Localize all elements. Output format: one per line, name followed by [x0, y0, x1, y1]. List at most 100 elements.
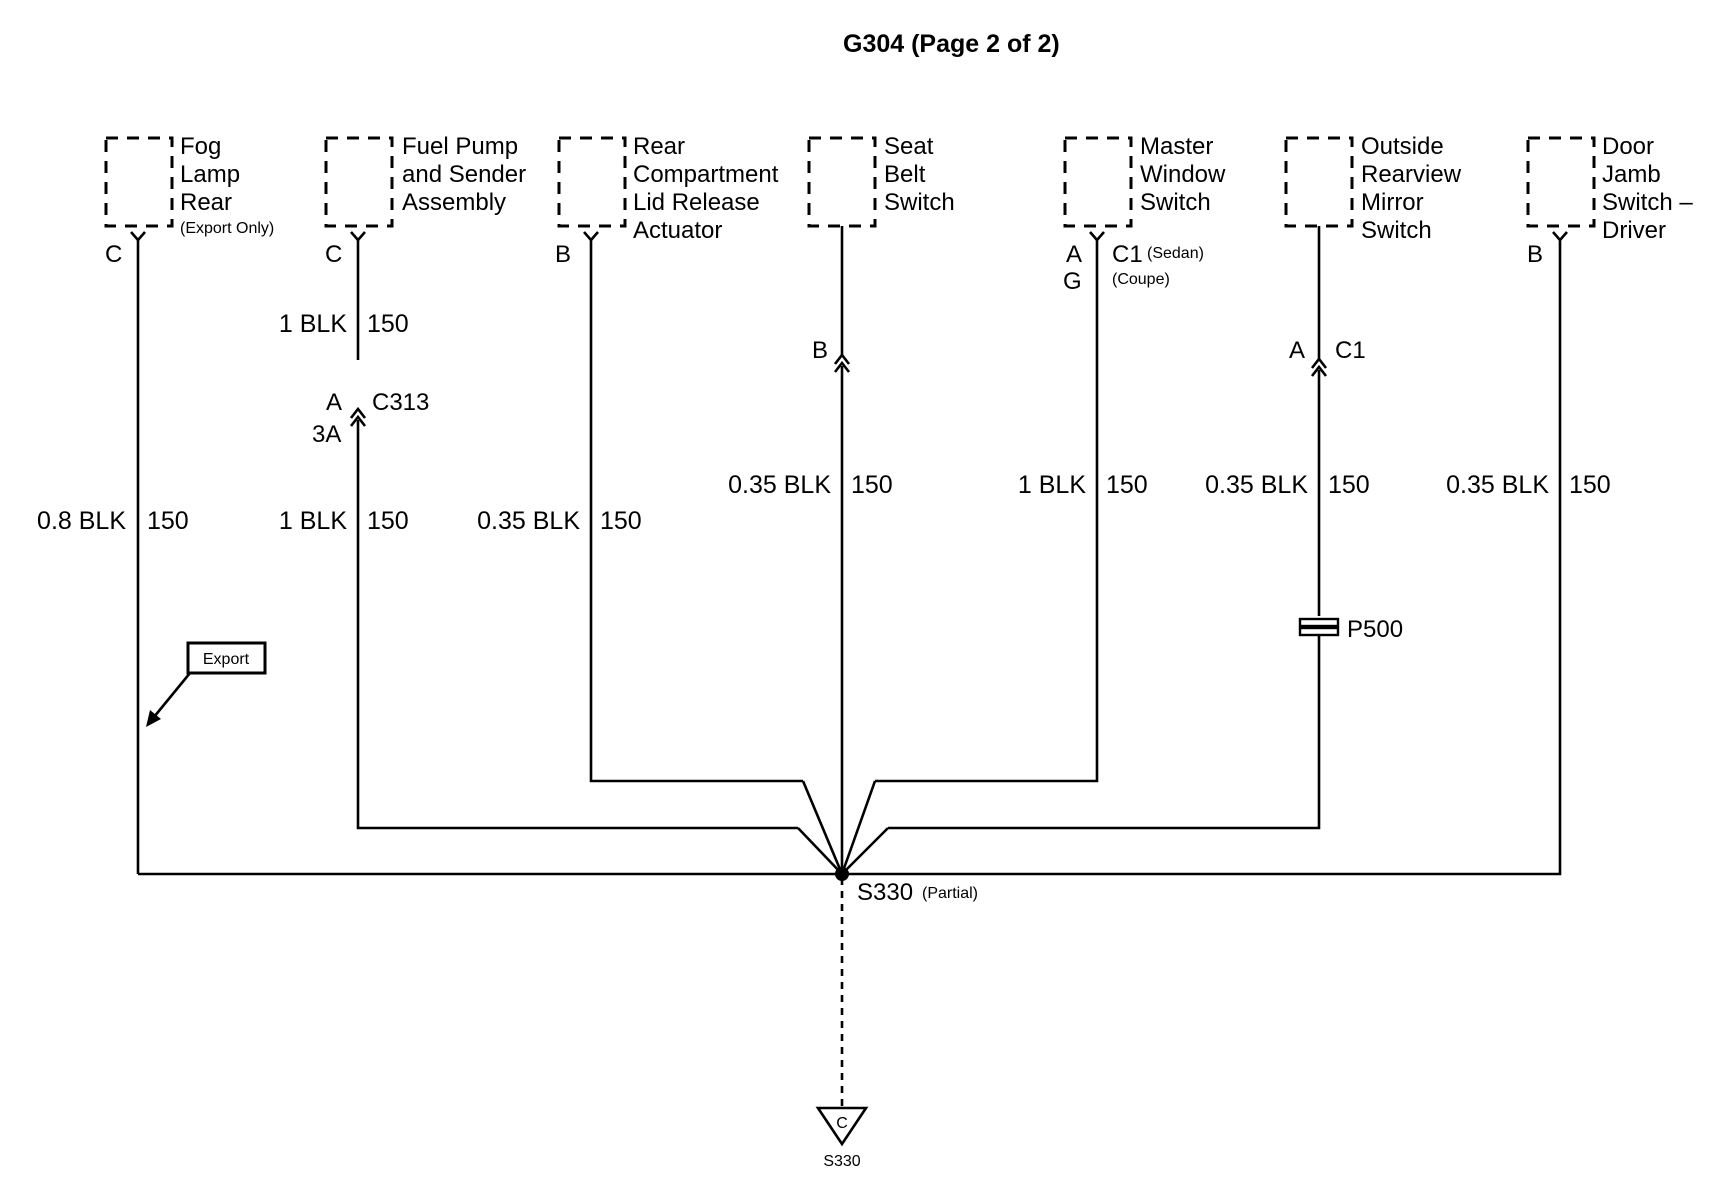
wire-gauge-label: 0.35 BLK [1205, 471, 1308, 499]
pass-through-label: P500 [1347, 616, 1403, 643]
wire-gauge-label: 0.35 BLK [1446, 471, 1549, 499]
component-label-line: Switch [1361, 217, 1432, 244]
pass-through-icon [1298, 626, 1340, 637]
component-label-line: Switch [884, 189, 955, 216]
component-box [1063, 136, 1133, 228]
pass-through-icon [1298, 617, 1340, 628]
connector-chevron-icon [349, 406, 367, 419]
connector-note: (Sedan) [1147, 245, 1204, 262]
component-label-line: Actuator [633, 217, 722, 244]
component-label-line: Switch – [1602, 189, 1693, 216]
component-master-window-switch: Master Window Switch A G C1 (Sedan) (Cou… [1063, 133, 1226, 295]
splice-dot-icon [835, 867, 849, 881]
ground-letter: C [836, 1115, 848, 1132]
wire-circuit-label: 150 [1569, 471, 1611, 499]
wire-gauge-label: 0.35 BLK [477, 507, 580, 535]
ground-triangle-icon [815, 1106, 869, 1147]
component-box [557, 136, 627, 228]
callout-arrow-line [152, 672, 192, 718]
connector-label: C1 [1335, 337, 1366, 364]
pin-label: B [555, 241, 571, 268]
pin-terminal-icon [130, 231, 146, 242]
inline-connector-seat-belt: B [812, 337, 851, 373]
component-rear-compartment-lid-release-actuator: Rear Compartment Lid Release Actuator B [555, 133, 779, 268]
wire-mirror-lower [888, 636, 1321, 830]
component-label-line: Rear [180, 189, 232, 216]
wire-circuit-label: 150 [367, 507, 409, 535]
wire-gauge-label: 1 BLK [1018, 471, 1086, 499]
connector-note: (Coupe) [1112, 271, 1170, 288]
pin-terminal-icon [1552, 231, 1568, 242]
component-label-line: Driver [1602, 217, 1666, 244]
pin-label: A [1289, 337, 1305, 364]
component-box [1284, 136, 1354, 228]
component-box [1526, 136, 1596, 228]
pin-terminals [130, 231, 1568, 242]
wire-converge [801, 780, 844, 875]
connector-chevron-icon [1310, 356, 1328, 369]
ground-label: S330 [823, 1153, 860, 1170]
splice-s330: S330 (Partial) [835, 867, 978, 906]
component-label-line: Lamp [180, 161, 240, 188]
component-label-line: Switch [1140, 189, 1211, 216]
wire-converge [797, 827, 843, 875]
pass-through-p500: P500 [1298, 616, 1403, 643]
component-label-line: Assembly [402, 189, 506, 216]
connector-label: C313 [372, 389, 429, 416]
ground-s330: C S330 [815, 1106, 869, 1170]
pin-terminal-icon [350, 231, 366, 242]
connector-chevron-icon [349, 414, 367, 427]
component-label-line: Mirror [1361, 189, 1424, 216]
wire-gauge-label: 1 BLK [279, 310, 347, 338]
component-label-line: Belt [884, 161, 926, 188]
splice-label: S330 [857, 879, 913, 906]
connector-chevron-icon [833, 352, 851, 365]
pin-label: C [105, 241, 122, 268]
wire-converge [840, 780, 877, 875]
pin-label: B [1527, 241, 1543, 268]
component-label-line: Rear [633, 133, 685, 160]
component-label-line: Rearview [1361, 161, 1462, 188]
pin-label: C [325, 241, 342, 268]
wire-circuit-label: 150 [1106, 471, 1148, 499]
component-box [324, 136, 394, 228]
pin-label: A [1066, 241, 1082, 268]
component-fuel-pump-and-sender-assembly: Fuel Pump and Sender Assembly C [324, 133, 526, 268]
component-label-line: Fuel Pump [402, 133, 518, 160]
wire-circuit-label: 150 [600, 507, 642, 535]
component-label-line: Lid Release [633, 189, 760, 216]
wire-converge [841, 827, 889, 875]
splice-note: (Partial) [922, 885, 978, 902]
wire-labels: 0.8 BLK 150 1 BLK 150 1 BLK 150 0.35 BLK… [37, 310, 1611, 535]
pin-label: A [326, 389, 342, 416]
wires [136, 226, 1562, 1106]
component-box [104, 136, 174, 228]
inline-connector-mirror-c1: A C1 [1289, 337, 1366, 377]
wire-gauge-label: 1 BLK [279, 507, 347, 535]
component-fog-lamp-rear: Fog Lamp Rear (Export Only) C [104, 133, 274, 268]
component-note: (Export Only) [180, 220, 274, 237]
diagram-title: G304 (Page 2 of 2) [843, 30, 1060, 58]
component-label-line: Jamb [1602, 161, 1661, 188]
component-label-line: Door [1602, 133, 1654, 160]
component-label-line: Seat [884, 133, 934, 160]
pin-label: 3A [312, 421, 341, 448]
wire-rear-compartment [589, 240, 803, 783]
component-box [807, 136, 877, 228]
inline-connector-c313: A 3A C313 [312, 389, 429, 448]
component-seat-belt-switch: Seat Belt Switch [807, 133, 955, 228]
component-label-line: Window [1140, 161, 1226, 188]
wire-door-jamb [842, 240, 1562, 876]
arrow-head-icon [146, 710, 161, 727]
component-label-line: and Sender [402, 161, 526, 188]
wire-gauge-label: 0.35 BLK [728, 471, 831, 499]
callout-box [186, 641, 267, 675]
component-door-jamb-switch-driver: Door Jamb Switch – Driver B [1526, 133, 1693, 268]
connector-chevron-icon [833, 360, 851, 373]
pin-terminal-icon [583, 231, 599, 242]
wire-master-window [875, 240, 1099, 783]
component-label-line: Outside [1361, 133, 1444, 160]
component-label-line: Fog [180, 133, 221, 160]
wire-circuit-label: 150 [851, 471, 893, 499]
